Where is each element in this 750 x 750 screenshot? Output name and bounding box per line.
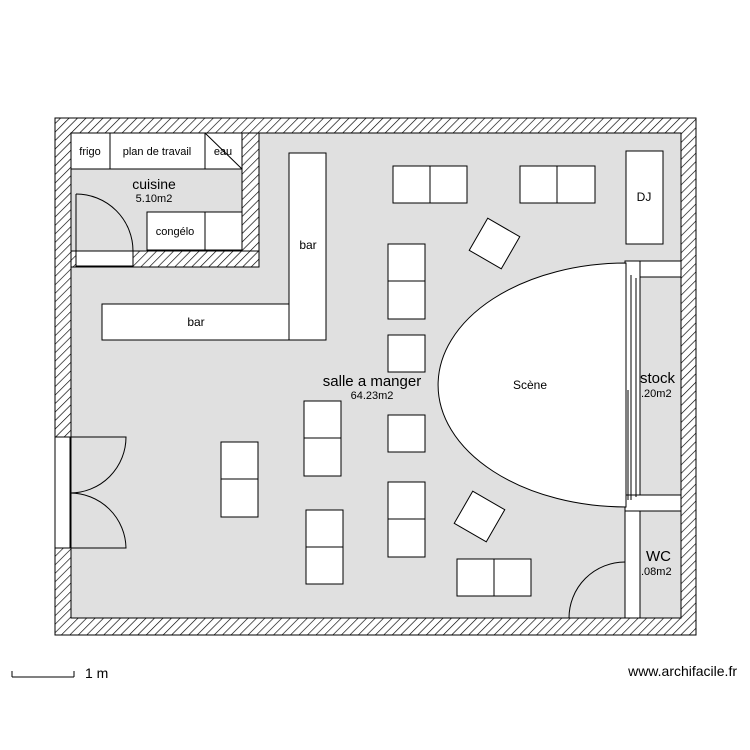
- table: [519, 165, 596, 204]
- frigo-label: frigo: [79, 146, 100, 158]
- bar-vertical: [288, 152, 327, 341]
- congelo-box: [146, 211, 206, 251]
- entrance-door-swing-bottom: [69, 492, 127, 549]
- cuisine-area: 5.10m2: [136, 193, 173, 205]
- table: [303, 400, 342, 477]
- dj-label: DJ: [637, 190, 652, 204]
- cuisine-name: cuisine: [132, 176, 176, 192]
- salle-area: 64.23m2: [351, 390, 394, 402]
- table: [468, 217, 521, 270]
- partition-wall-vertical: [624, 260, 641, 619]
- kitchen-door-swing: [75, 193, 134, 252]
- stage: [437, 262, 627, 508]
- bar-horizontal: [101, 303, 290, 341]
- scene-label: Scène: [513, 378, 547, 392]
- bar-horizontal-label: bar: [187, 315, 204, 329]
- eau-label: eau: [214, 146, 232, 158]
- entrance-door-swing-top: [69, 436, 127, 494]
- table: [453, 490, 506, 543]
- congelo-label: congélo: [156, 226, 195, 238]
- table: [387, 243, 426, 320]
- watermark: www.archifacile.fr: [627, 663, 737, 679]
- dj-booth: [625, 150, 664, 245]
- table: [387, 481, 426, 558]
- kitchen-door-leaf: [75, 250, 134, 267]
- salle-name: salle a manger: [323, 373, 421, 390]
- stock-name: stock: [640, 370, 676, 387]
- wc-name: WC: [646, 548, 671, 565]
- table: [305, 509, 344, 585]
- bar-vertical-label: bar: [299, 238, 316, 252]
- plan-de-travail-label: plan de travail: [123, 146, 192, 158]
- wc-door-swing: [568, 561, 626, 619]
- wc-area: .08m2: [641, 566, 672, 578]
- table: [220, 441, 259, 518]
- kitchen-wall-right: [241, 132, 260, 268]
- eau-diagonal: [204, 132, 243, 170]
- entrance-door-frame: [54, 436, 71, 549]
- table: [387, 334, 426, 373]
- table: [456, 558, 532, 597]
- plan-de-travail-box: [109, 132, 206, 170]
- scale-label: 1 m: [85, 665, 108, 681]
- table: [387, 414, 426, 453]
- table: [392, 165, 468, 204]
- congelo-side-box: [204, 211, 243, 251]
- stock-area: .20m2: [641, 388, 672, 400]
- stock-wc-divider: [624, 494, 682, 512]
